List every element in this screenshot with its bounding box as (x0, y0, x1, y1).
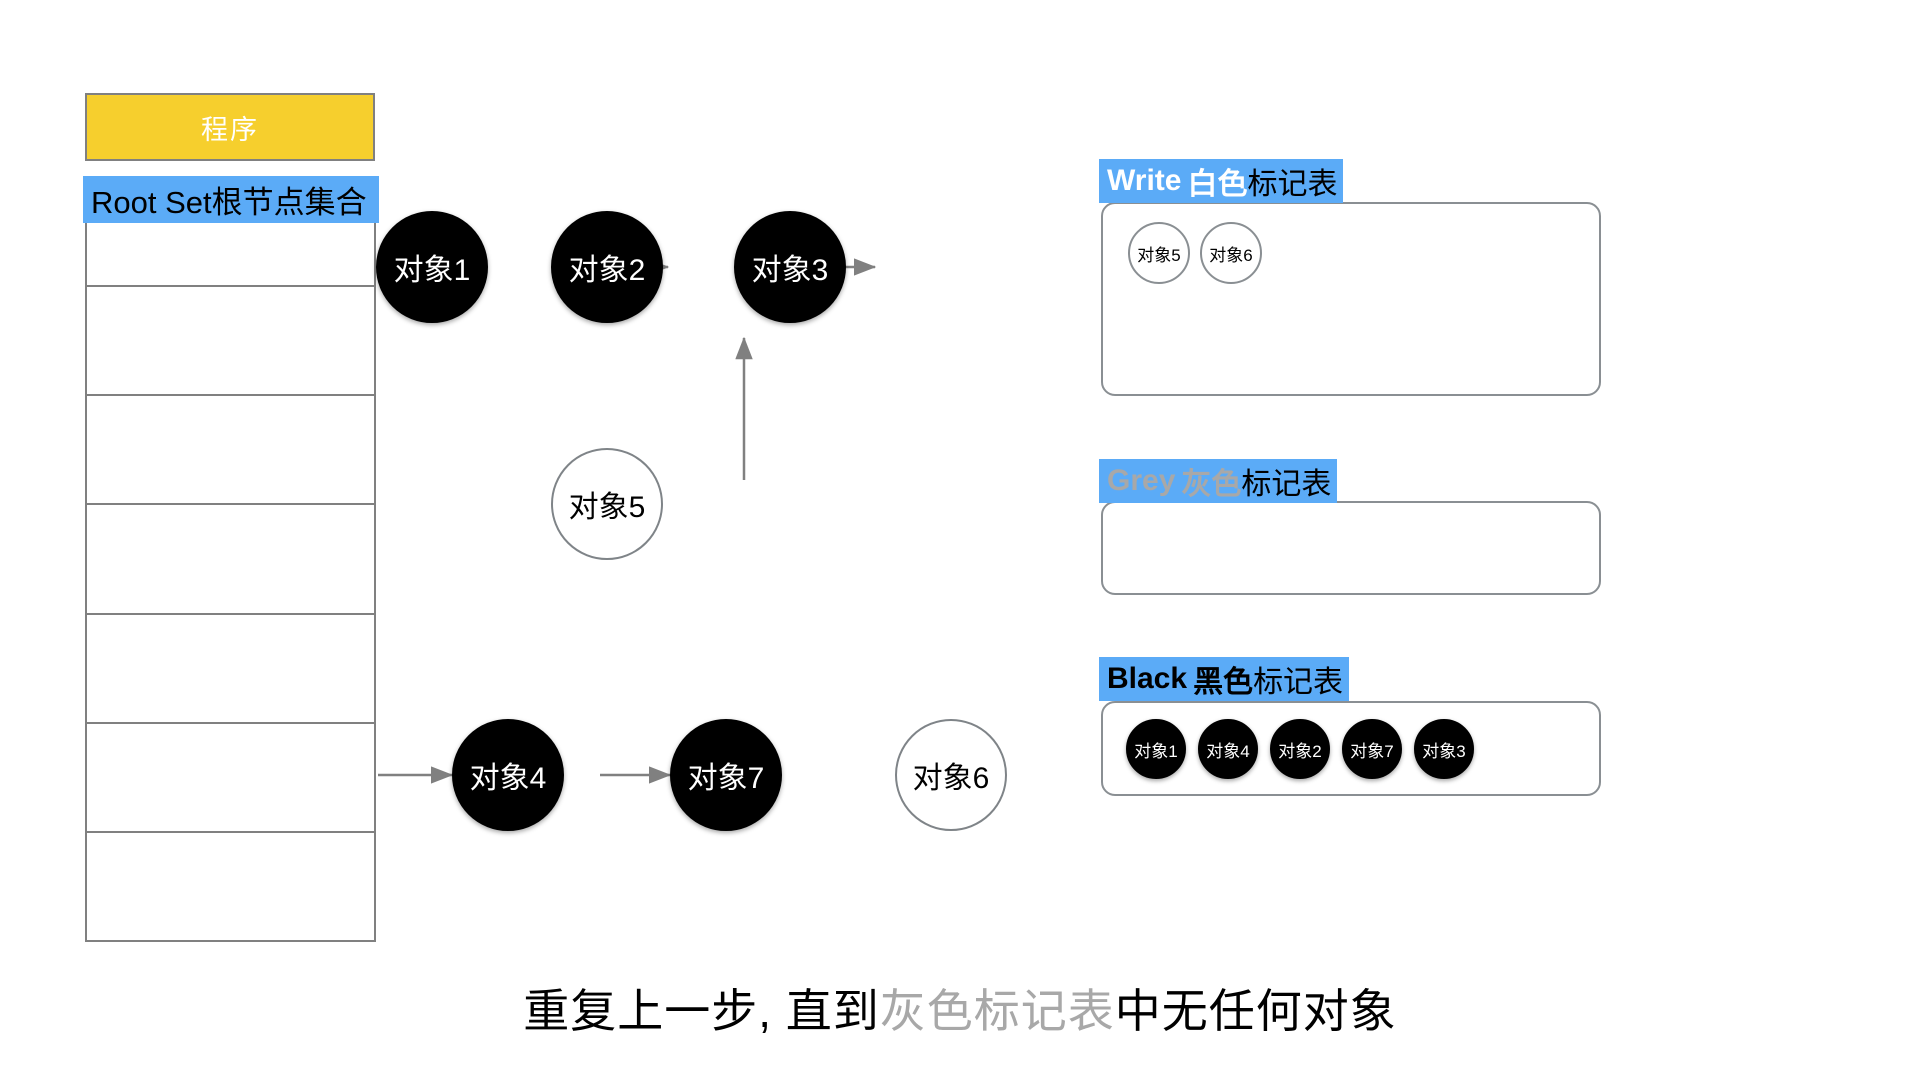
caption-prefix: 重复上一步, 直到 (523, 985, 880, 1037)
mark-chip-label: 对象3 (1422, 741, 1466, 761)
graph-node-label: 对象1 (393, 254, 471, 287)
root-set-row (87, 724, 374, 833)
black-mark-color-word: 黑色 (1193, 666, 1254, 699)
graph-node-obj5[interactable]: 对象5 (551, 448, 663, 560)
mark-chip-obj1[interactable]: 对象1 (1126, 719, 1186, 779)
graph-node-obj2[interactable]: 对象2 (551, 211, 663, 323)
root-set-label-text: Root Set根节点集合 (91, 185, 367, 220)
black-mark-table-header: Black 黑色 标记表 (1099, 657, 1350, 701)
program-title: 程序 (201, 114, 259, 145)
mark-chip-label: 对象4 (1206, 741, 1250, 761)
grey-mark-table-box (1101, 501, 1601, 595)
black-mark-tail: 标记表 (1253, 666, 1344, 699)
caption-highlight: 灰色标记表 (879, 985, 1115, 1037)
graph-node-label: 对象5 (568, 491, 646, 524)
mark-chip-label: 对象1 (1134, 741, 1178, 761)
graph-node-obj6[interactable]: 对象6 (895, 719, 1007, 831)
black-mark-table-items: 对象1 对象4 对象2 对象7 对象3 (1126, 719, 1474, 779)
grey-mark-table-header: Grey 灰色 标记表 (1099, 459, 1338, 503)
root-set-row (87, 505, 374, 615)
white-mark-table-items: 对象5 对象6 (1128, 222, 1262, 284)
graph-node-label: 对象2 (568, 254, 646, 287)
mark-chip-label: 对象7 (1350, 741, 1394, 761)
mark-chip-obj7[interactable]: 对象7 (1342, 719, 1402, 779)
mark-chip-label: 对象5 (1137, 245, 1181, 265)
graph-node-label: 对象6 (912, 762, 990, 795)
mark-chip-obj3[interactable]: 对象3 (1414, 719, 1474, 779)
graph-node-obj1[interactable]: 对象1 (376, 211, 488, 323)
root-set-row (87, 833, 374, 940)
graph-node-label: 对象7 (687, 762, 765, 795)
graph-node-obj7[interactable]: 对象7 (670, 719, 782, 831)
mark-chip-obj5[interactable]: 对象5 (1128, 222, 1190, 284)
mark-chip-label: 对象2 (1278, 741, 1322, 761)
mark-chip-obj6[interactable]: 对象6 (1200, 222, 1262, 284)
root-set-row (87, 396, 374, 506)
root-set-label: Root Set根节点集合 (83, 176, 379, 223)
white-mark-color-word: 白色 (1187, 168, 1248, 201)
caption-suffix: 中无任何对象 (1114, 985, 1397, 1037)
diagram-caption: 重复上一步, 直到灰色标记表中无任何对象 (0, 975, 1920, 1041)
grey-mark-tail: 标记表 (1241, 468, 1332, 501)
white-mark-table-header: Write 白色 标记表 (1099, 159, 1344, 203)
grey-mark-color-word: 灰色 (1181, 468, 1242, 501)
mark-chip-obj4[interactable]: 对象4 (1198, 719, 1258, 779)
program-header: 程序 (85, 93, 375, 161)
root-set-row (87, 287, 374, 397)
black-mark-keyword: Black (1107, 662, 1188, 695)
graph-node-obj3[interactable]: 对象3 (734, 211, 846, 323)
root-set-row (87, 615, 374, 724)
white-mark-keyword: Write (1107, 164, 1182, 197)
mark-chip-label: 对象6 (1209, 245, 1253, 265)
mark-chip-obj2[interactable]: 对象2 (1270, 719, 1330, 779)
root-set-row-header (87, 178, 374, 288)
graph-node-label: 对象4 (469, 762, 547, 795)
graph-node-label: 对象3 (751, 254, 829, 287)
white-mark-tail: 标记表 (1247, 168, 1338, 201)
root-set-table (85, 176, 376, 942)
graph-node-obj4[interactable]: 对象4 (452, 719, 564, 831)
grey-mark-keyword: Grey (1107, 464, 1176, 497)
